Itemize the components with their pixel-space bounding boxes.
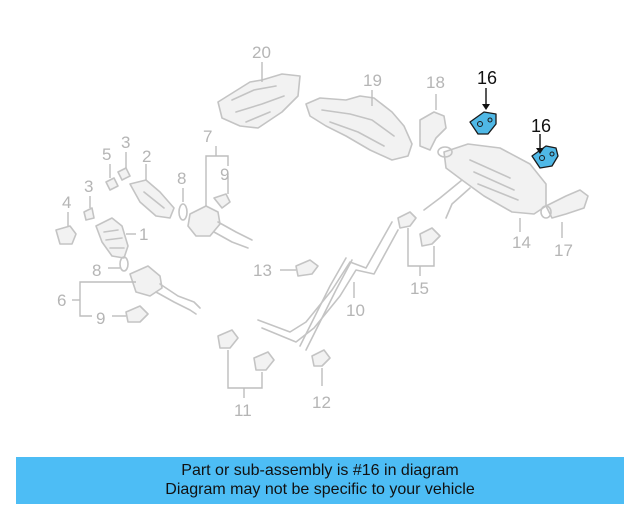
part-2-converter[interactable]: [129, 164, 175, 219]
callout-18: 18: [426, 73, 445, 92]
part-19-heat-shield[interactable]: [217, 62, 301, 129]
part-15-clamps[interactable]: [397, 211, 441, 276]
part-7-front-pipe[interactable]: [187, 146, 253, 249]
callout-8a: 8: [177, 169, 186, 188]
part-8-gasket-upper[interactable]: [178, 188, 188, 221]
part-16-bracket-left[interactable]: [469, 88, 497, 135]
part-4-bracket[interactable]: [55, 212, 77, 245]
banner-line-disclaimer: Diagram may not be specific to your vehi…: [165, 481, 475, 498]
callout-5: 5: [102, 145, 111, 164]
callout-8b: 8: [92, 261, 101, 280]
callout-15: 15: [410, 279, 429, 298]
callout-20: 19: [363, 71, 382, 90]
callout-1: 1: [139, 225, 148, 244]
callout-9a: 9: [220, 165, 229, 184]
callout-14: 14: [512, 233, 531, 252]
callout-3b: 3: [84, 177, 93, 196]
part-13-hanger[interactable]: [280, 259, 319, 277]
part-11-clamps[interactable]: [217, 329, 275, 398]
part-12-hanger[interactable]: [311, 349, 331, 386]
part-16-bracket-right[interactable]: [531, 134, 559, 169]
part-17-tail-pipe[interactable]: [540, 189, 589, 238]
parts-diagram: 20 19 18 14 17 15 10: [55, 43, 589, 420]
callout-16b: 16: [531, 116, 551, 136]
callout-4: 4: [62, 193, 71, 212]
part-14-rear-muffler[interactable]: [423, 143, 547, 232]
part-1-flex-pipe[interactable]: [95, 217, 136, 259]
part-18-bracket[interactable]: [419, 94, 447, 151]
part-20-heat-shield[interactable]: [305, 90, 413, 161]
part-6-front-pipe-assembly[interactable]: [72, 256, 201, 323]
banner-line-part: Part or sub-assembly is #16 in diagram: [181, 462, 459, 479]
callout-2: 2: [142, 147, 151, 166]
part-3-5-studs[interactable]: [83, 152, 131, 221]
callout-12: 12: [312, 393, 331, 412]
callout-11: 11: [234, 401, 252, 420]
part-info-banner: Part or sub-assembly is #16 in diagram D…: [16, 457, 624, 504]
callout-10: 10: [346, 301, 365, 320]
callout-6: 6: [57, 291, 66, 310]
callout-9b: 9: [96, 309, 105, 328]
callout-19: 20: [252, 43, 271, 62]
callout-13: 13: [253, 261, 272, 280]
callout-16a: 16: [477, 68, 497, 88]
callout-17: 17: [554, 241, 573, 260]
callout-7: 7: [203, 127, 212, 146]
callout-3a: 3: [121, 133, 130, 152]
part-10-intermediate-pipe[interactable]: [257, 221, 399, 351]
